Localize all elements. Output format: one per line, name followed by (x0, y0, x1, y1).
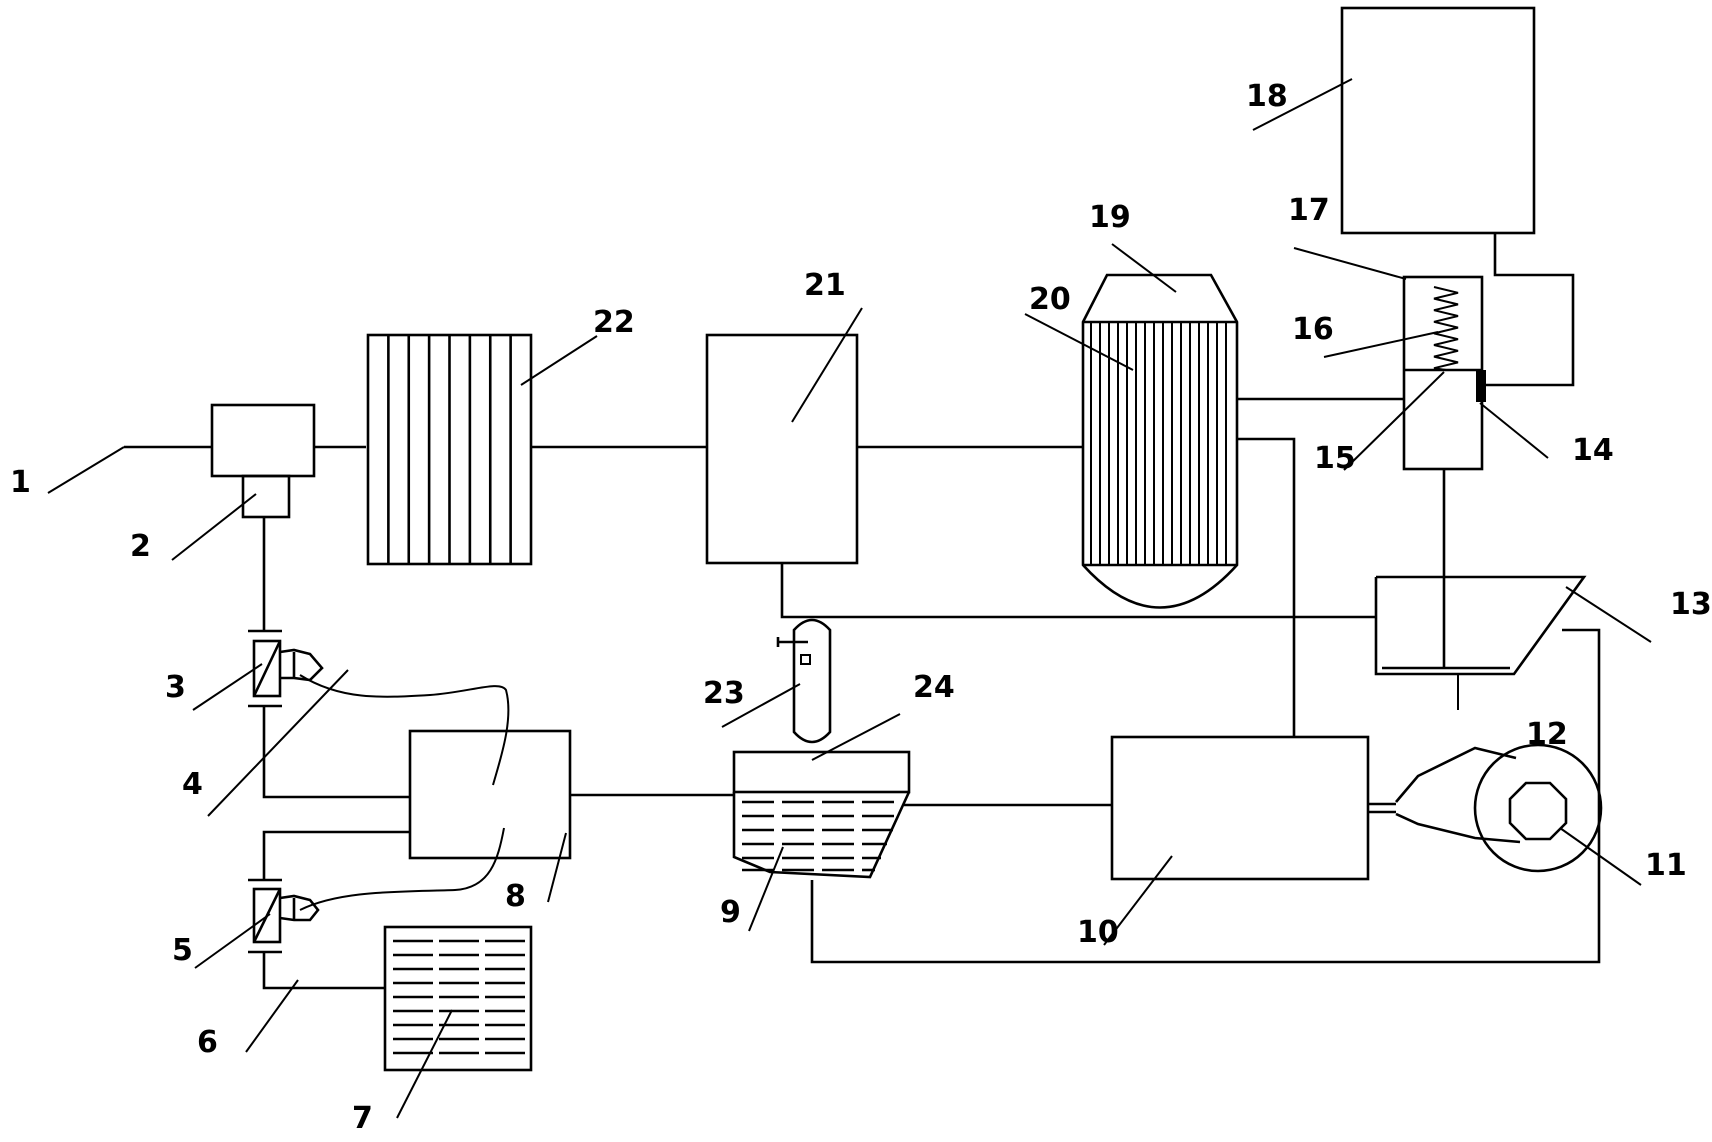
pipes (124, 233, 1601, 990)
leader-lines (47, 78, 1652, 1119)
pipe-18-17 (1482, 233, 1575, 387)
pipe-3-8 (262, 706, 410, 799)
label-21: 21 (804, 268, 846, 303)
column-19-20 (1081, 273, 1239, 609)
vessel-21 (705, 333, 859, 565)
label-6: 6 (197, 1025, 218, 1060)
labels: 1 2 3 4 5 6 7 8 9 10 11 12 13 14 15 16 1… (10, 79, 1712, 1136)
sensor-14 (1476, 370, 1486, 402)
pipe-21-13 (780, 563, 1376, 619)
label-12: 12 (1526, 717, 1568, 752)
tank-24-9 (732, 750, 911, 879)
label-4: 4 (182, 767, 203, 802)
fan-11 (1395, 743, 1603, 873)
dosing-vessel-23 (776, 618, 832, 744)
pipe-20-10 (1237, 437, 1296, 737)
label-1: 1 (10, 465, 31, 500)
label-23: 23 (703, 676, 745, 711)
label-24: 24 (913, 670, 955, 705)
control-wire-5 (299, 827, 505, 911)
radiator-7 (383, 925, 533, 1072)
pipe-13-9 (810, 628, 1601, 964)
label-3: 3 (165, 670, 186, 705)
label-18: 18 (1246, 79, 1288, 114)
valve-housing-15 (1402, 275, 1486, 471)
tank-8 (408, 729, 572, 860)
unit-2 (210, 403, 316, 519)
label-17: 17 (1288, 193, 1330, 228)
label-10: 10 (1077, 915, 1119, 950)
label-15: 15 (1314, 441, 1356, 476)
hopper-13 (1374, 575, 1587, 676)
label-7: 7 (352, 1101, 373, 1136)
tank-18 (1340, 6, 1536, 235)
spring-16 (1433, 286, 1459, 371)
valve-5 (248, 878, 320, 954)
label-22: 22 (593, 305, 635, 340)
label-8: 8 (505, 879, 526, 914)
label-5: 5 (172, 933, 193, 968)
pipe-8-5 (262, 830, 410, 880)
label-2: 2 (130, 529, 151, 564)
pipe-5-7 (262, 952, 385, 990)
label-19: 19 (1089, 200, 1131, 235)
unit-10 (1110, 735, 1396, 881)
label-14: 14 (1572, 433, 1614, 468)
label-13: 13 (1670, 587, 1712, 622)
label-9: 9 (720, 895, 741, 930)
control-wire-4 (299, 674, 510, 786)
label-11: 11 (1645, 848, 1687, 883)
label-16: 16 (1292, 312, 1334, 347)
label-20: 20 (1029, 282, 1071, 317)
heat-exchanger-22 (366, 333, 533, 566)
valve-3 (248, 629, 324, 708)
